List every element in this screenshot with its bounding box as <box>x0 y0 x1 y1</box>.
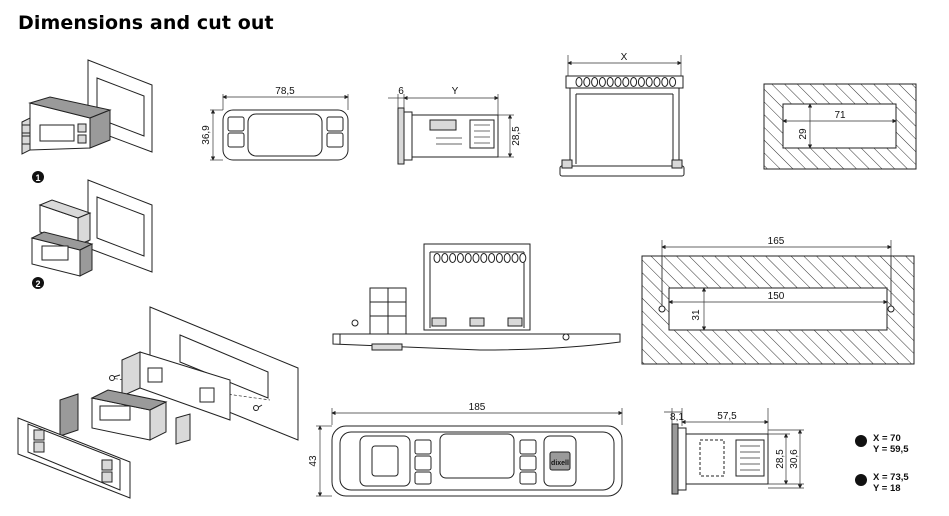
mounting-view-1 <box>21 59 153 155</box>
terminal-loop <box>669 77 677 87</box>
dim-x: X <box>621 52 628 63</box>
page-title: Dimensions and cut out <box>18 12 274 34</box>
legend-x-2: X = 73,5 <box>873 472 909 483</box>
terminal-loop <box>480 253 488 263</box>
dim-185: 185 <box>469 402 486 413</box>
mounting-view-2 <box>30 179 153 277</box>
terminal-loop <box>583 77 591 87</box>
dim-165: 165 <box>768 236 785 247</box>
dim-28-5-depth: 28,5 <box>775 449 786 469</box>
terminal-loop <box>503 253 511 263</box>
bracket-view-x <box>559 55 685 177</box>
legend-y-1: Y = 59,5 <box>873 444 909 455</box>
legend-item-1: 1 X = 70 Y = 59,5 <box>855 433 909 455</box>
dim-y: Y <box>452 86 459 97</box>
terminal-loop <box>645 77 653 87</box>
terminal-loop <box>653 77 661 87</box>
dim-150: 150 <box>768 291 785 302</box>
legend-y-2: Y = 18 <box>873 483 901 494</box>
terminal-loop <box>598 77 606 87</box>
dim-78-5: 78,5 <box>275 86 295 97</box>
legend-marker-2: 2 <box>858 476 863 487</box>
legend: 1 X = 70 Y = 59,5 2 X = 73,5 Y = 18 <box>855 433 909 494</box>
terminal-loop <box>614 77 622 87</box>
terminal-loop <box>622 77 630 87</box>
dim-30-6: 30,6 <box>789 449 800 469</box>
terminal-loops-x <box>575 77 677 87</box>
dim-6: 6 <box>398 86 404 97</box>
marker-1-label: 1 <box>35 173 40 183</box>
terminal-loop <box>661 77 669 87</box>
terminal-loop <box>488 253 496 263</box>
terminal-loop <box>591 77 599 87</box>
terminal-loop <box>630 77 638 87</box>
cutout-small <box>763 83 917 170</box>
exploded-assembly <box>17 306 299 499</box>
dim-28-5-side: 28,5 <box>511 126 522 146</box>
terminal-loop <box>472 253 480 263</box>
marker-1: 1 <box>32 171 44 183</box>
legend-x-1: X = 70 <box>873 433 901 444</box>
terminal-loop <box>606 77 614 87</box>
dim-57-5: 57,5 <box>717 411 737 422</box>
terminal-loop <box>511 253 519 263</box>
legend-marker-1: 1 <box>858 437 864 448</box>
dim-36-9: 36,9 <box>201 125 212 145</box>
terminal-loop <box>433 253 441 263</box>
terminal-loop <box>519 253 527 263</box>
front-view-large <box>316 408 623 497</box>
dim-43: 43 <box>308 455 319 467</box>
side-view-depth <box>664 408 804 495</box>
front-view-small <box>210 94 349 161</box>
terminal-loop <box>449 253 457 263</box>
terminal-loops-wide <box>433 253 527 263</box>
cutout-large <box>641 240 915 365</box>
marker-2-label: 2 <box>35 279 40 289</box>
brand-logo: dixell <box>551 460 569 467</box>
dim-29: 29 <box>798 128 809 140</box>
dim-8-1: 8,1 <box>670 412 684 423</box>
terminal-loop <box>464 253 472 263</box>
terminal-loop <box>637 77 645 87</box>
terminal-loop <box>575 77 583 87</box>
side-view-small <box>388 94 514 165</box>
marker-2: 2 <box>32 277 44 289</box>
terminal-loop <box>441 253 449 263</box>
dim-71: 71 <box>834 110 846 121</box>
terminal-loop <box>495 253 503 263</box>
terminal-loop <box>456 253 464 263</box>
legend-item-2: 2 X = 73,5 Y = 18 <box>855 472 909 494</box>
dim-31: 31 <box>691 309 702 321</box>
